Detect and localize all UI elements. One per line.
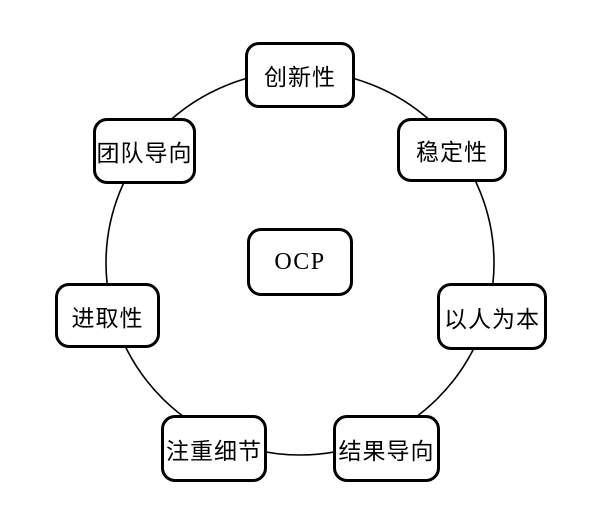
node-team-orientation-label: 团队导向 bbox=[96, 141, 193, 166]
node-innovation: 创新性 bbox=[245, 42, 355, 108]
node-enterprising: 进取性 bbox=[55, 283, 160, 348]
node-people-oriented-label: 以人为本 bbox=[444, 306, 540, 332]
node-center-ocp: OCP bbox=[247, 228, 353, 296]
node-people-oriented: 以人为本 bbox=[437, 283, 547, 350]
node-team-orientation: 团队导向 bbox=[93, 118, 196, 184]
node-attention-to-detail-label: 注重细节 bbox=[166, 438, 262, 464]
node-stability-label: 稳定性 bbox=[416, 140, 488, 165]
node-center-ocp-label: OCP bbox=[274, 248, 326, 275]
node-enterprising-label: 进取性 bbox=[71, 305, 144, 331]
node-stability: 稳定性 bbox=[397, 118, 507, 182]
node-results-oriented: 结果导向 bbox=[333, 415, 440, 482]
node-innovation-label: 创新性 bbox=[264, 65, 336, 90]
node-results-oriented-label: 结果导向 bbox=[338, 438, 435, 464]
node-attention-to-detail: 注重细节 bbox=[161, 415, 267, 482]
